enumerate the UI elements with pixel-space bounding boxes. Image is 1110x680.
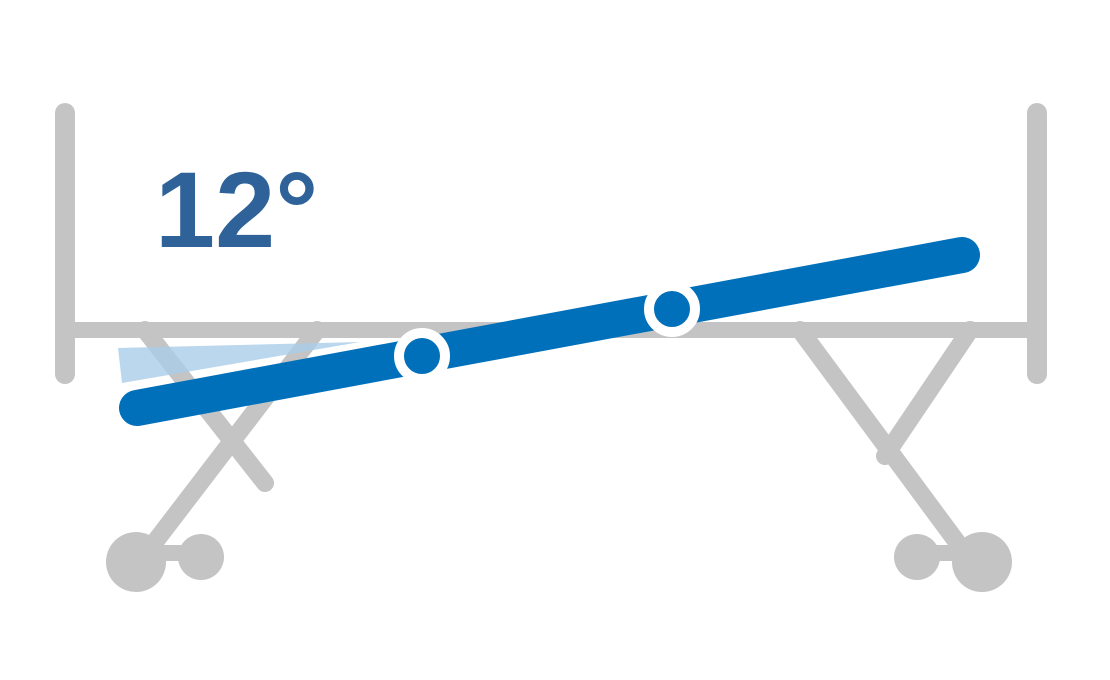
angle-label: 12° bbox=[155, 149, 318, 270]
left-wheel-large bbox=[106, 532, 166, 592]
right-leg-a bbox=[791, 321, 974, 562]
right-leg-b bbox=[876, 321, 979, 465]
right-wheel-large bbox=[952, 532, 1012, 592]
pivot-joint-left bbox=[394, 328, 450, 384]
wheels bbox=[106, 532, 1012, 592]
right-wheel-small bbox=[894, 534, 940, 580]
left-wheel-small bbox=[178, 534, 224, 580]
pivot-joint-right bbox=[644, 281, 700, 337]
angle-indicator-wedge bbox=[118, 342, 360, 383]
bed-platform bbox=[119, 237, 980, 426]
